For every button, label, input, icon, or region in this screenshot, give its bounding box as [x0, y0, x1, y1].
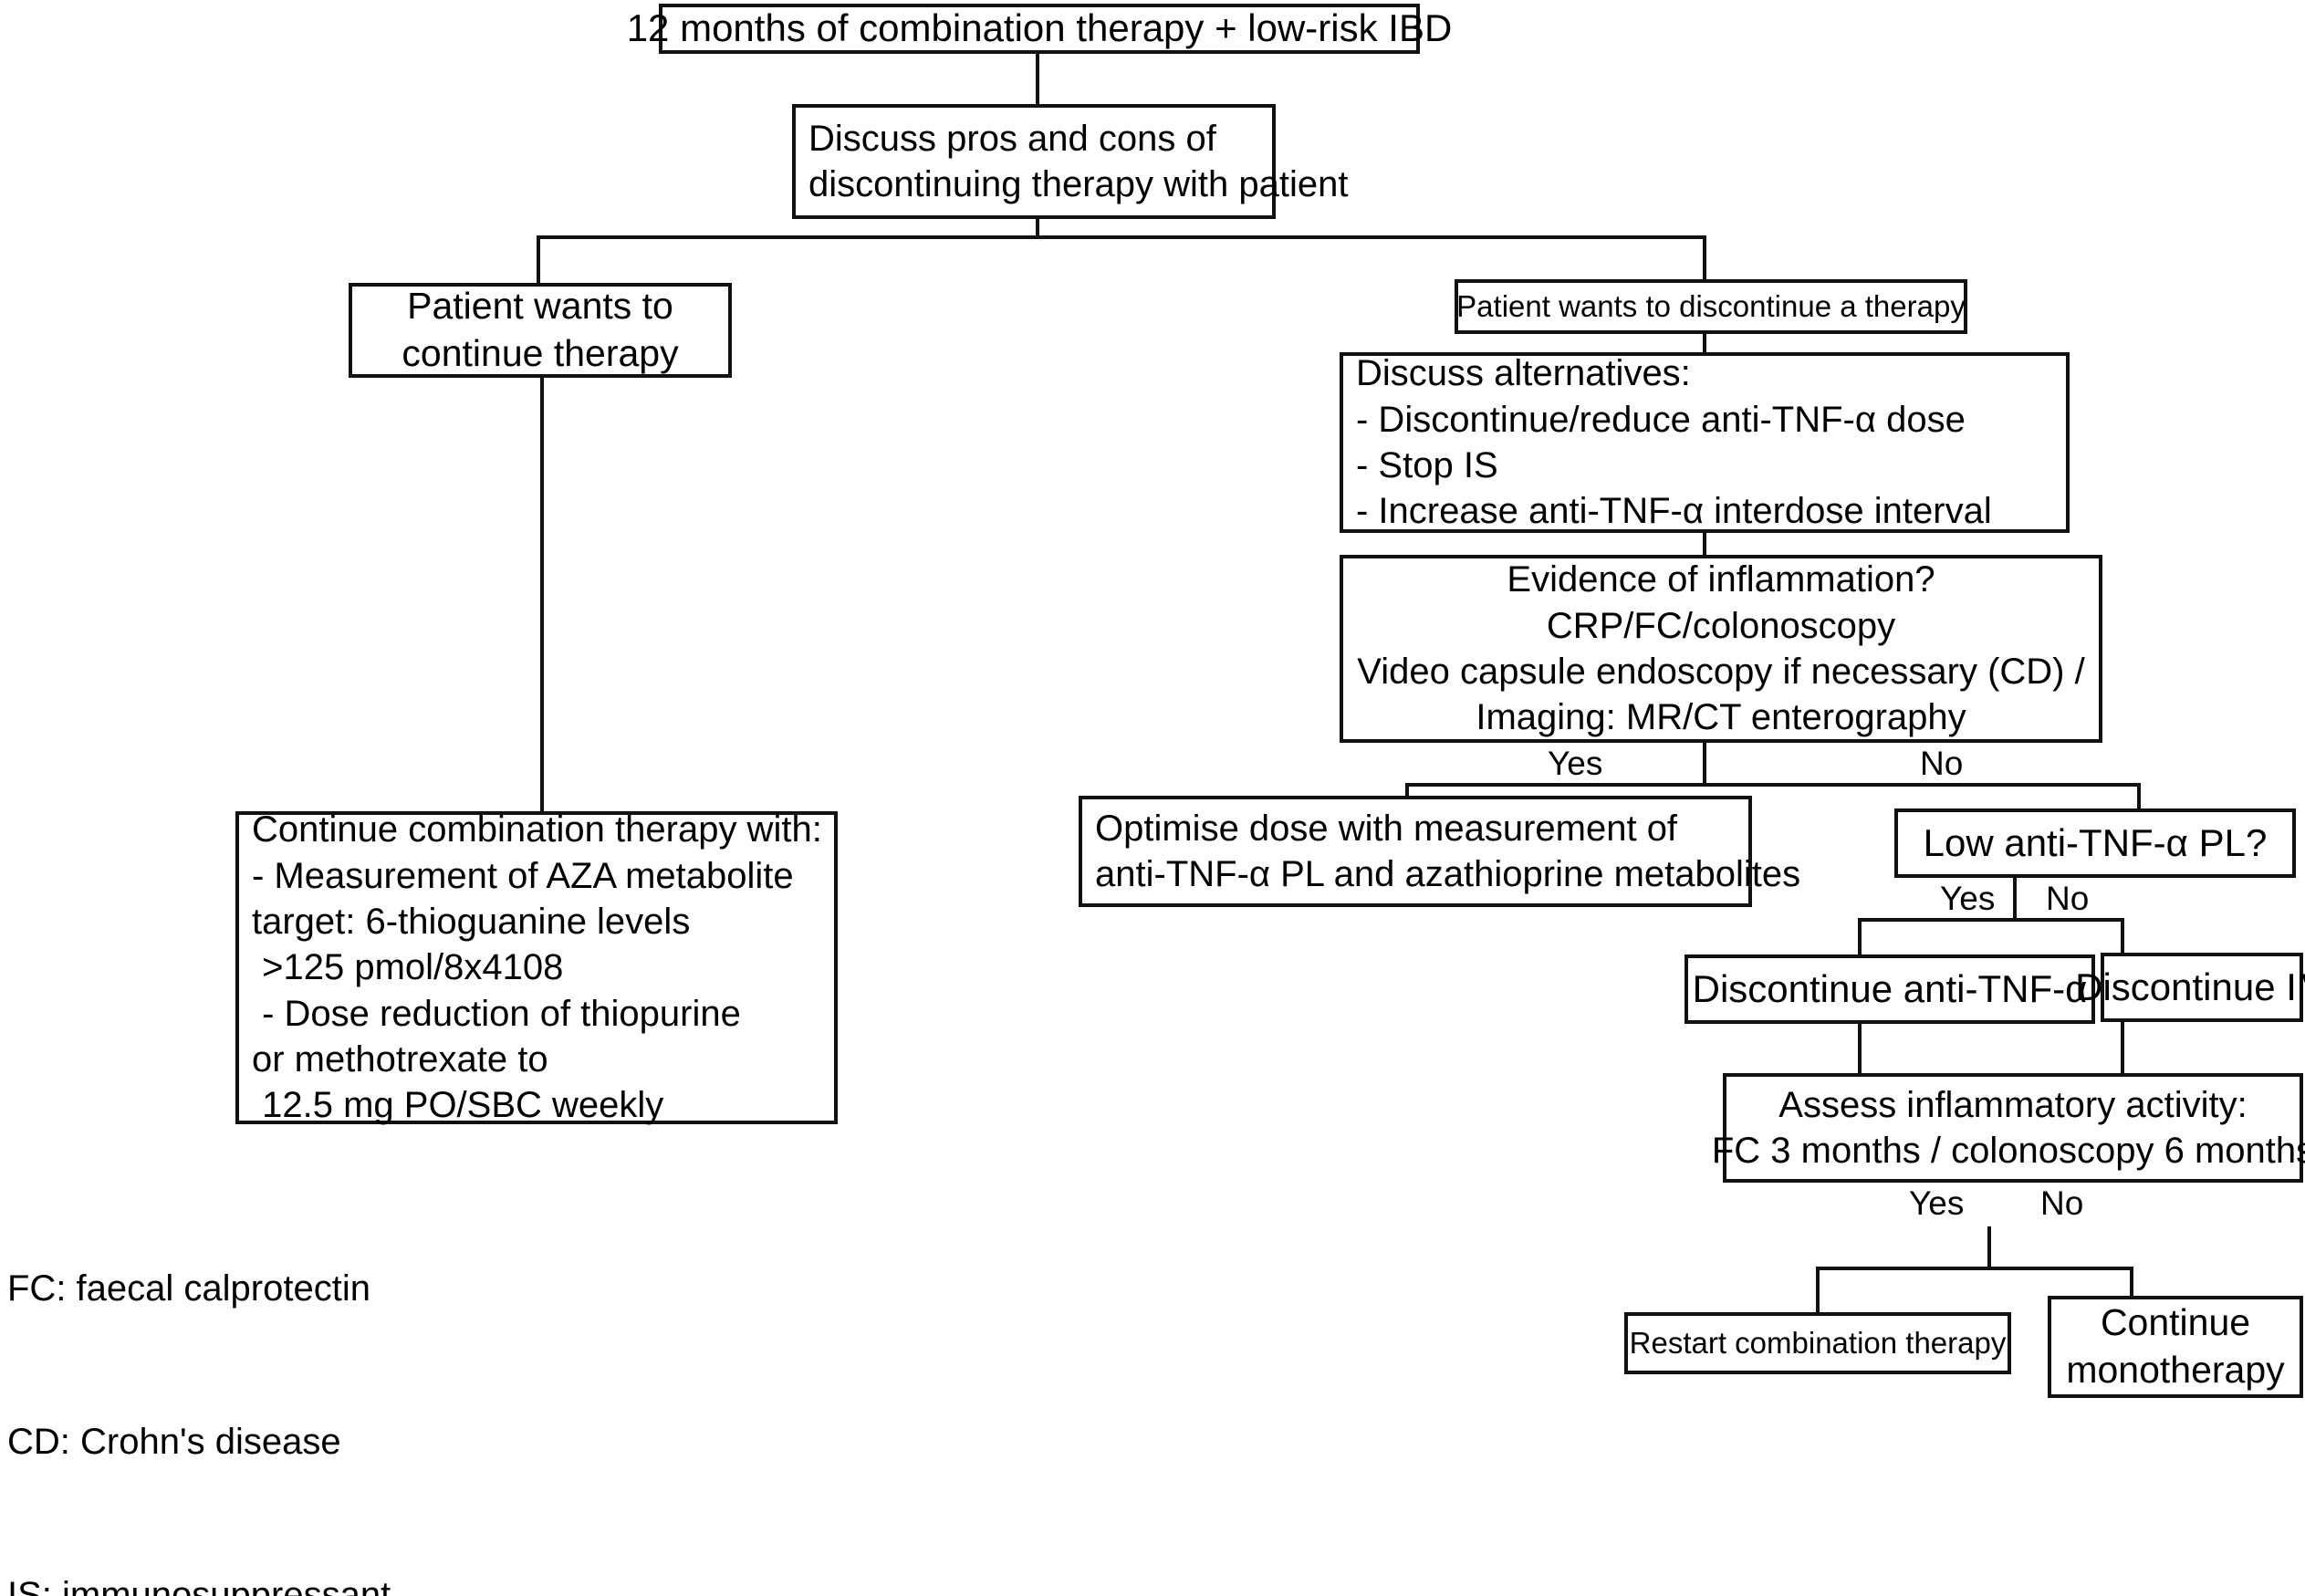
node-discuss-alternatives-line1: Discuss alternatives:	[1356, 353, 1691, 394]
node-restart-combination-therapy[interactable]: Restart combination therapy	[1624, 1312, 2011, 1374]
node-discuss-pros-cons-line1: Discuss pros and cons of	[808, 118, 1216, 159]
node-root[interactable]: 12 months of combination therapy + low-r…	[627, 4, 1452, 54]
node-patient-discontinue-label: Patient wants to discontinue a therapy	[1456, 289, 1966, 324]
node-continue-combination-line5: - Dose reduction of thiopurine	[252, 993, 741, 1034]
node-continue-monotherapy-line2: monotherapy	[2066, 1349, 2285, 1391]
node-discuss-alternatives-line3: - Stop IS	[1356, 445, 1498, 485]
connector-evidence-no-drop	[2137, 783, 2141, 808]
connector-lowpl-down	[2013, 878, 2017, 922]
node-discuss-alternatives[interactable]: Discuss alternatives: - Discontinue/redu…	[1340, 352, 2070, 533]
node-continue-monotherapy-line1: Continue	[2100, 1301, 2251, 1344]
connector-discuss-down	[1036, 217, 1039, 237]
node-patient-discontinue-therapy[interactable]: Patient wants to discontinue a therapy	[1455, 279, 1967, 334]
node-continue-combination-line2: - Measurement of AZA metabolite	[252, 855, 794, 896]
node-evidence-line1: Evidence of inflammation?	[1507, 559, 1935, 600]
node-optimise-dose[interactable]: Optimise dose with measurement of anti-T…	[1079, 796, 1800, 907]
node-assess-line2: FC 3 months / colonoscopy 6 months	[1711, 1131, 2305, 1171]
node-patient-continue-line2: continue therapy	[402, 332, 679, 374]
connector-discontinue-to-alternatives	[1703, 333, 1706, 370]
node-discontinue-im-label: Discontinue IM	[2075, 965, 2305, 1008]
node-low-anti-tnf-pl[interactable]: Low anti-TNF-α PL?	[1894, 808, 2296, 878]
connector-evidence-split-bar	[1405, 783, 2141, 787]
connector-antitnf-down	[1858, 1020, 1862, 1086]
node-continue-combination-line7: 12.5 mg PO/SBC weekly	[252, 1085, 664, 1126]
legend-item: FC: faecal calprotectin	[7, 1268, 370, 1309]
node-root-label: 12 months of combination therapy + low-r…	[626, 6, 1453, 50]
connector-assess-no-drop	[2130, 1267, 2133, 1318]
node-discontinue-anti-tnf[interactable]: Discontinue anti-TNF-α	[1684, 954, 2095, 1024]
node-continue-combination-line6: or methotrexate to	[252, 1039, 548, 1080]
node-low-anti-tnf-pl-label: Low anti-TNF-α PL?	[1923, 820, 2268, 864]
connector-im-down	[2121, 1020, 2124, 1086]
node-patient-continue-line1: Patient wants to	[407, 285, 673, 328]
node-assess-line1: Assess inflammatory activity:	[1778, 1084, 2248, 1125]
edge-label-evidence-no: No	[1914, 746, 1969, 780]
node-evidence-line3: Video capsule endoscopy if necessary (CD…	[1357, 652, 2085, 692]
legend-item: CD: Crohn's disease	[7, 1422, 341, 1462]
connector-root-to-discuss	[1036, 50, 1039, 105]
connector-lowpl-no-drop	[2121, 918, 2124, 973]
node-discuss-pros-cons-line2: discontinuing therapy with patient	[808, 164, 1349, 204]
connector-assess-split-bar	[1816, 1267, 2133, 1270]
connector-split-right-drop	[1703, 235, 1706, 290]
connector-alternatives-to-evidence	[1703, 531, 1706, 557]
node-continue-monotherapy[interactable]: Continue monotherapy	[2048, 1296, 2303, 1398]
node-discontinue-im[interactable]: Discontinue IM	[2075, 953, 2305, 1022]
node-continue-combination-therapy[interactable]: Continue combination therapy with: - Mea…	[235, 809, 838, 1125]
node-continue-combination-line3: target: 6-thioguanine levels	[252, 901, 691, 942]
node-discuss-alternatives-line2: - Discontinue/reduce anti-TNF-α dose	[1356, 399, 1966, 440]
node-discuss-pros-cons[interactable]: Discuss pros and cons of discontinuing t…	[792, 104, 1348, 219]
connector-assess-yes-drop	[1816, 1267, 1820, 1318]
edge-label-evidence-yes: Yes	[1542, 746, 1609, 780]
node-continue-combination-line4: >125 pmol/8x4108	[252, 947, 564, 988]
connector-lowpl-yes-drop	[1858, 918, 1862, 973]
node-patient-continue-therapy[interactable]: Patient wants to continue therapy	[349, 283, 732, 378]
node-optimise-dose-line1: Optimise dose with measurement of	[1095, 808, 1678, 849]
node-optimise-dose-line2: anti-TNF-α PL and azathioprine metabolit…	[1095, 854, 1801, 894]
connector-assess-down	[1987, 1226, 1991, 1270]
connector-lowpl-split-bar	[1858, 918, 2124, 922]
node-discontinue-anti-tnf-label: Discontinue anti-TNF-α	[1692, 966, 2088, 1010]
connector-evidence-down	[1703, 741, 1706, 787]
connector-continue-down	[540, 377, 544, 813]
connector-split-bar	[537, 235, 1706, 239]
edge-label-lowpl-yes: Yes	[1935, 881, 2001, 915]
node-discuss-alternatives-line4: - Increase anti-TNF-α interdose interval	[1356, 491, 1992, 532]
node-evidence-line2: CRP/FC/colonoscopy	[1546, 605, 1896, 646]
node-evidence-line4: Imaging: MR/CT enterography	[1476, 697, 1966, 738]
edge-label-lowpl-no: No	[2040, 881, 2095, 915]
legend-item: IS: immunosuppressant	[7, 1575, 391, 1596]
edge-label-assess-no: No	[2035, 1186, 2090, 1220]
edge-label-assess-yes: Yes	[1903, 1186, 1970, 1220]
node-continue-combination-line1: Continue combination therapy with:	[252, 809, 822, 850]
node-restart-combination-label: Restart combination therapy	[1629, 1326, 2007, 1361]
node-assess-inflammatory-activity[interactable]: Assess inflammatory activity: FC 3 month…	[1712, 1073, 2305, 1183]
abbreviations-legend: FC: faecal calprotectin CD: Crohn's dise…	[7, 1161, 435, 1596]
node-evidence-of-inflammation[interactable]: Evidence of inflammation? CRP/FC/colonos…	[1340, 555, 2102, 743]
